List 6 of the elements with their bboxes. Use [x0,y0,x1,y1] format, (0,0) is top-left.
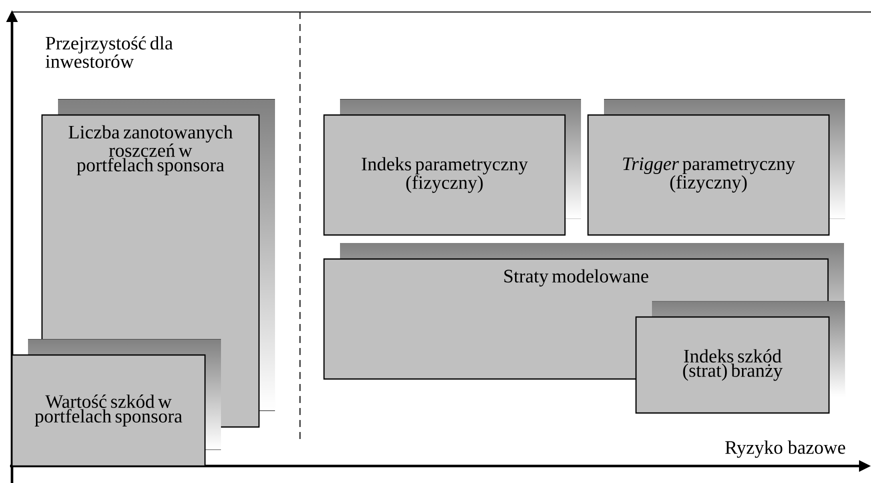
shaded-box: Indeks szkód (strat) branży [635,301,845,414]
axis-label: Ryzyko bazowe [725,440,846,458]
shaded-box: Trigger parametryczny (fizyczny) [587,99,845,236]
axis-label: Przejrzystość dla inwestorów [46,36,173,68]
shaded-box: Wartość szkód w portfelach sponsora [11,339,221,467]
shaded-box: Indeks parametryczny (fizyczny) [323,99,581,236]
